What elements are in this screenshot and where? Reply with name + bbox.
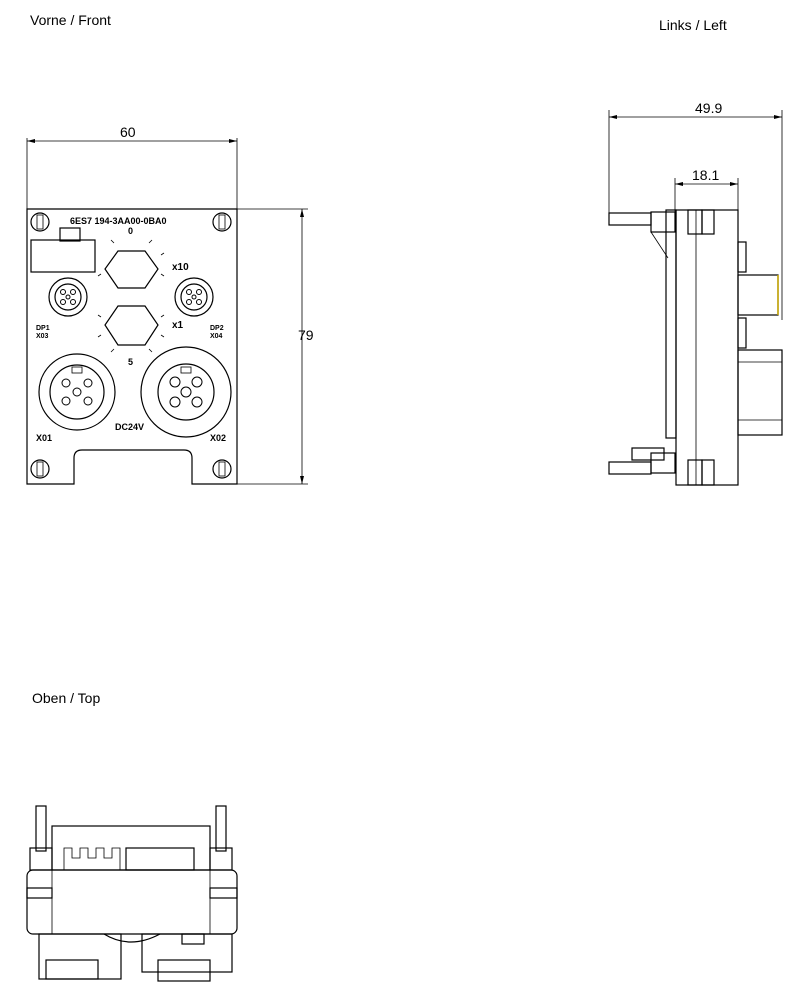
front-view: 60 79 6ES7 194-3AA00-0BA0 0 5	[26, 124, 314, 485]
connector-x03-icon	[48, 277, 88, 317]
screw-icon	[30, 212, 50, 232]
top-view	[26, 805, 238, 982]
top-view-title: Oben / Top	[32, 690, 100, 706]
top-housing-outline	[26, 869, 238, 935]
depth-dimension: 49.9	[695, 100, 722, 116]
dial-bottom-label: 5	[128, 357, 133, 367]
top-connector-left	[38, 933, 122, 980]
x10-label: x10	[172, 262, 189, 273]
depth-inner-dimension: 18.1	[692, 167, 719, 183]
screw-icon	[212, 212, 232, 232]
label-plate	[30, 239, 96, 273]
x02-label: X02	[210, 433, 226, 443]
part-number: 6ES7 194-3AA00-0BA0	[70, 216, 167, 226]
connector-x01-icon	[38, 353, 116, 431]
dp2-label: DP2	[210, 325, 224, 332]
height-dimension: 79	[298, 327, 314, 343]
x03-label: X03	[36, 333, 49, 340]
x01-label: X01	[36, 433, 52, 443]
left-view-title: Links / Left	[659, 17, 727, 33]
rotary-switch-x10	[104, 250, 159, 289]
dc24v-label: DC24V	[115, 422, 144, 432]
dial-top-label: 0	[128, 226, 133, 236]
connector-x02-icon	[140, 346, 232, 438]
screw-icon	[30, 459, 50, 479]
rotary-switch-x1	[104, 305, 159, 346]
left-view: 49.9 18.1	[608, 100, 783, 486]
connector-x04-icon	[174, 277, 214, 317]
width-dimension: 60	[120, 124, 136, 140]
x04-label: X04	[210, 333, 223, 340]
side-connector-large	[737, 349, 783, 436]
dp1-label: DP1	[36, 325, 50, 332]
front-view-title: Vorne / Front	[30, 12, 111, 28]
x1-label: x1	[172, 320, 184, 331]
top-connector-right	[141, 933, 233, 973]
screw-icon	[212, 459, 232, 479]
label-tab	[59, 227, 81, 242]
front-housing-outline	[26, 208, 238, 485]
side-connector-small	[737, 274, 779, 316]
